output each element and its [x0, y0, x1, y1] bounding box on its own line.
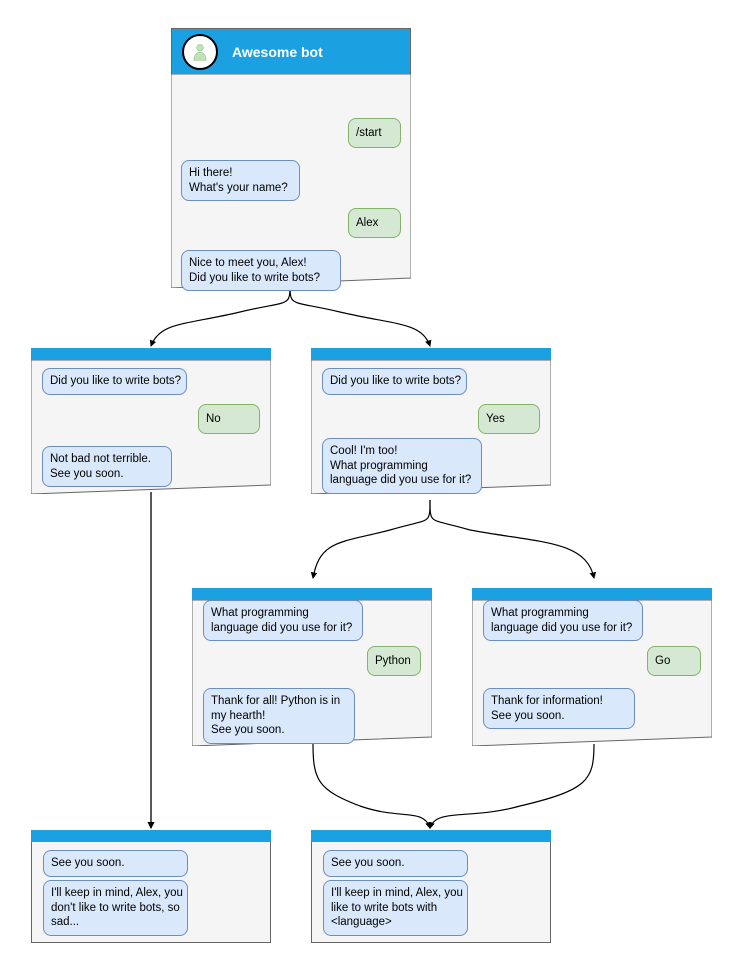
message-bubble-user: /start [348, 118, 401, 148]
message-bubble-user: Yes [478, 404, 540, 434]
card-header-bar [311, 348, 551, 360]
message-bubble-bot: I'll keep in mind, Alex, you don't like … [43, 880, 188, 936]
connector-go-to-end-happy [428, 743, 595, 829]
connector-start-to-no [149, 282, 291, 347]
message-bubble-bot: What programming language did you use fo… [483, 600, 643, 641]
card-header-bar [311, 830, 551, 842]
chat-card-answer-no: Did you like to write bots? No Not bad n… [31, 348, 271, 494]
message-bubble-bot: See you soon. [43, 850, 188, 877]
message-bubble-bot: Thank for all! Python is in my hearth! S… [203, 688, 355, 744]
message-bubble-bot: What programming language did you use fo… [203, 600, 363, 641]
card-header-bar [31, 830, 271, 842]
message-bubble-bot: I'll keep in mind, Alex, you like to wri… [323, 880, 468, 936]
connector-yes-to-go [429, 499, 597, 579]
message-bubble-bot: Did you like to write bots? [42, 368, 187, 395]
connector-start-to-yes [289, 282, 432, 347]
message-bubble-bot: Hi there! What's your name? [181, 160, 300, 201]
message-bubble-bot: Not bad not terrible. See you soon. [42, 446, 172, 487]
card-body-end-happy: See you soon. I'll keep in mind, Alex, y… [311, 842, 551, 943]
message-bubble-user: No [198, 404, 260, 434]
message-bubble-bot: Did you like to write bots? [322, 368, 467, 395]
connector-yes-to-python [310, 499, 431, 579]
message-bubble-user: Python [367, 646, 421, 676]
message-bubble-bot: See you soon. [323, 850, 468, 877]
chat-card-language-go: What programming language did you use fo… [472, 588, 712, 746]
card-header-bar [31, 348, 271, 360]
message-bubble-user: Go [647, 646, 701, 676]
chat-card-end-sad: See you soon. I'll keep in mind, Alex, y… [31, 830, 271, 943]
chat-card-start: Awesome bot /start Hi there! What's your… [171, 28, 411, 291]
card-body-end-sad: See you soon. I'll keep in mind, Alex, y… [31, 842, 271, 943]
connector-python-to-end-happy [312, 743, 432, 829]
message-bubble-bot: Thank for information! See you soon. [483, 688, 635, 729]
card-header-bar [472, 588, 712, 600]
message-bubble-user: Alex [348, 208, 401, 238]
message-bubble-bot: Nice to meet you, Alex! Did you like to … [181, 250, 341, 291]
card-header-awesome-bot: Awesome bot [171, 28, 411, 74]
chat-card-answer-yes: Did you like to write bots? Yes Cool! I'… [311, 348, 551, 494]
message-bubble-bot: Cool! I'm too! What programming language… [322, 438, 482, 494]
chat-card-language-python: What programming language did you use fo… [192, 588, 432, 746]
person-avatar-icon [182, 33, 218, 70]
bot-name-label: Awesome bot [232, 43, 323, 60]
chat-card-end-happy: See you soon. I'll keep in mind, Alex, y… [311, 830, 551, 943]
card-header-bar [192, 588, 432, 600]
